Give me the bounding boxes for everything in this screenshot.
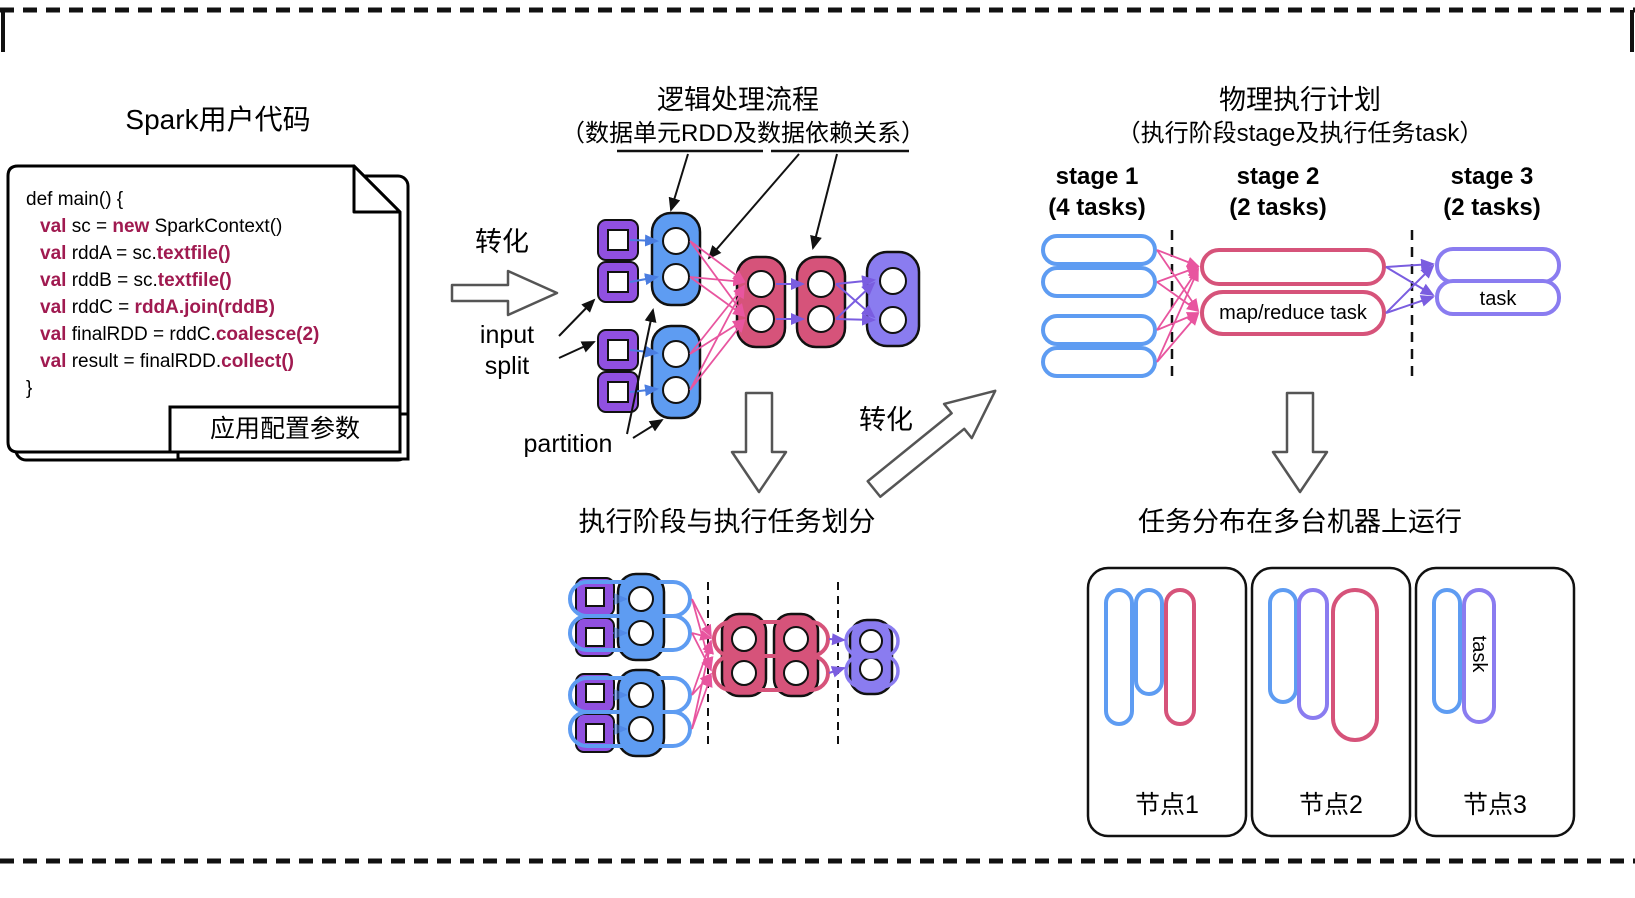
code-keyword: new xyxy=(112,216,150,237)
stage2-header: stage 2 (2 tasks) xyxy=(1229,163,1327,222)
code-line: val result = finalRDD.collect() xyxy=(26,348,396,375)
code-line: val sc = new SparkContext() xyxy=(26,213,396,240)
stage3-header: stage 3 (2 tasks) xyxy=(1443,163,1541,222)
code-text: finalRDD = rddC. xyxy=(66,324,216,345)
code-keyword: rddA.join(rddB) xyxy=(134,297,275,318)
frame-borders xyxy=(0,7,1635,864)
code-line: val rddA = sc.textfile() xyxy=(26,240,396,267)
code-keyword: textfile() xyxy=(157,270,232,291)
logical-flow-title: 逻辑处理流程 xyxy=(657,85,819,115)
page-fold-icon xyxy=(352,164,402,214)
code-keyword: val xyxy=(40,216,67,237)
code-text: rddA = sc. xyxy=(66,243,157,264)
cluster-node-boxes xyxy=(1086,566,1576,838)
division-title: 执行阶段与执行任务划分 xyxy=(578,507,876,537)
physical-plan-shapes xyxy=(1041,230,1561,382)
transform-label-horizontal: 转化 xyxy=(475,227,529,257)
code-text: SparkContext() xyxy=(149,216,283,237)
stage3-task-label: task xyxy=(1479,288,1517,310)
partition-label: partition xyxy=(523,430,613,458)
code-line: def main() { xyxy=(26,186,396,213)
config-params-label: 应用配置参数 xyxy=(209,415,360,443)
code-keyword: collect() xyxy=(221,351,294,372)
code-document-shape xyxy=(6,164,410,462)
code-block: def main() { val sc = new SparkContext()… xyxy=(26,186,396,402)
node2-label: 节点2 xyxy=(1299,791,1363,819)
code-keyword: coalesce(2) xyxy=(215,324,320,345)
stage1-header: stage 1 (4 tasks) xyxy=(1048,163,1146,222)
transform-arrow-diagonal-icon xyxy=(866,389,997,499)
code-text: } xyxy=(26,378,33,399)
code-keyword: val xyxy=(40,351,67,372)
input-split-label: input split xyxy=(479,321,535,381)
code-text: rddB = sc. xyxy=(66,270,158,291)
physical-plan-title: 物理执行计划 xyxy=(1219,85,1381,115)
node1-label: 节点1 xyxy=(1135,791,1199,819)
code-line: } xyxy=(26,375,396,402)
code-panel-title: Spark用户代码 xyxy=(125,104,311,135)
node3-label: 节点3 xyxy=(1463,791,1527,819)
logical-flow-shapes xyxy=(558,211,921,439)
node3-task-label: task xyxy=(1468,635,1490,673)
code-keyword: val xyxy=(40,270,67,291)
code-keyword: val xyxy=(40,243,67,264)
transform-arrow-down-physical-icon xyxy=(1271,391,1329,494)
code-text: rddC = xyxy=(66,297,135,318)
code-keyword: textfile() xyxy=(156,243,231,264)
distribution-title: 任务分布在多台机器上运行 xyxy=(1138,507,1462,537)
code-keyword: val xyxy=(40,297,67,318)
physical-plan-subtitle: （执行阶段stage及执行任务task） xyxy=(1116,120,1484,147)
code-text: result = finalRDD. xyxy=(66,351,222,372)
map-reduce-task-label: map/reduce task xyxy=(1219,302,1367,324)
logical-annotation-lines xyxy=(617,149,909,260)
division-shapes xyxy=(568,572,900,758)
code-text: sc = xyxy=(66,216,113,237)
code-line: val rddC = rddA.join(rddB) xyxy=(26,294,396,321)
transform-arrow-right-icon xyxy=(450,269,559,317)
code-text: def main() { xyxy=(26,189,124,210)
logical-flow-subtitle: （数据单元RDD及数据依赖关系） xyxy=(561,120,925,147)
transform-arrow-down-logical-icon xyxy=(730,391,788,494)
transform-label-diagonal: 转化 xyxy=(859,405,913,435)
code-line: val finalRDD = rddC.coalesce(2) xyxy=(26,321,396,348)
code-keyword: val xyxy=(40,324,67,345)
code-line: val rddB = sc.textfile() xyxy=(26,267,396,294)
